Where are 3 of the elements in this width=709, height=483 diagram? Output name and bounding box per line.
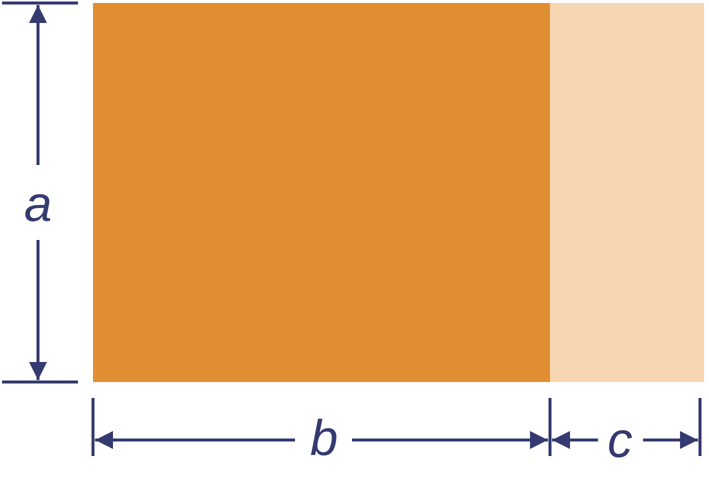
dimension-label: c [608,415,632,465]
dimension-label: b [310,413,338,463]
dimension-label: a [24,179,52,229]
